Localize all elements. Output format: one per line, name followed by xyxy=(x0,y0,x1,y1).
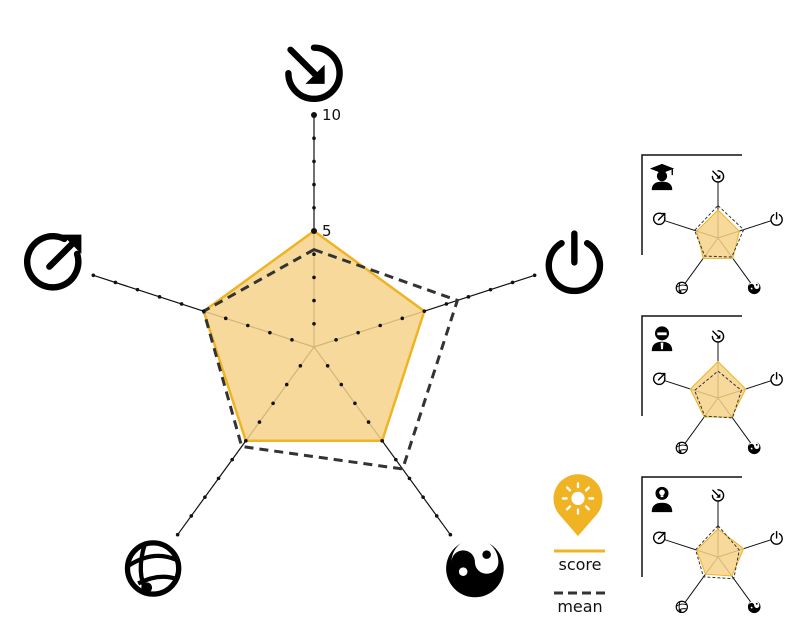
main-tick-dot xyxy=(223,316,228,321)
main-tick-dot xyxy=(422,309,427,313)
power-icon xyxy=(770,371,783,386)
main-tick-dot xyxy=(378,323,382,328)
main-tick-dot xyxy=(312,206,316,210)
small-radar-1 xyxy=(641,154,783,295)
export-arrow-icon xyxy=(652,372,667,386)
export-arrow-icon xyxy=(652,212,667,226)
main-tick-dot xyxy=(400,316,405,321)
main-tick-dot xyxy=(268,330,272,335)
main-tick-dot xyxy=(510,280,515,285)
main-tick-dot xyxy=(434,514,439,518)
yin-yang-icon xyxy=(446,538,504,598)
tick-label: 5 xyxy=(322,222,332,240)
small-score-polygon xyxy=(689,360,747,418)
main-tick-dot xyxy=(466,295,471,299)
legend-label-score: score xyxy=(559,555,602,574)
main-tick-dot xyxy=(216,476,221,481)
network-globe-icon xyxy=(127,543,178,594)
export-arrow-icon xyxy=(27,235,81,288)
main-tick-dot xyxy=(334,338,338,342)
main-tick-dot xyxy=(356,330,360,335)
main-mean-polygon xyxy=(201,247,460,471)
small-radar-frame xyxy=(641,154,742,255)
main-tick-dot xyxy=(353,401,357,406)
main-tick-dot xyxy=(325,363,330,368)
timer-arrow-icon xyxy=(711,170,725,183)
legend: score mean xyxy=(552,472,605,616)
main-tick-dot xyxy=(312,136,316,140)
main-tick-dot xyxy=(290,338,294,342)
main-tick-dot xyxy=(230,457,234,462)
export-arrow-icon xyxy=(652,531,667,545)
small-radar-frame xyxy=(641,315,742,416)
main-tick-dot xyxy=(311,228,317,234)
main-tick-dot xyxy=(532,273,537,278)
main-tick-dot xyxy=(201,309,206,313)
main-tick-dot xyxy=(113,280,118,285)
main-tick-dot xyxy=(257,420,262,424)
main-tick-dot xyxy=(394,457,398,462)
main-tick-dot xyxy=(380,439,384,443)
small-radar-3 xyxy=(641,476,783,614)
main-tick-dot xyxy=(284,382,289,387)
main-tick-dot xyxy=(203,495,207,499)
main-tick-dot xyxy=(246,323,250,328)
main-tick-dot xyxy=(157,295,162,299)
timer-arrow-icon xyxy=(711,489,725,502)
yin-yang-icon xyxy=(747,281,761,295)
main-tick-dot xyxy=(312,159,316,164)
small-score-polygon xyxy=(696,528,745,577)
main-tick-dot xyxy=(175,532,180,537)
main-tick-dot xyxy=(298,363,303,368)
small-score-polygon xyxy=(696,209,740,259)
main-tick-dot xyxy=(448,532,453,537)
main-tick-dot xyxy=(407,476,412,481)
graduate-person-icon xyxy=(649,163,675,191)
main-tick-dot xyxy=(244,439,248,443)
network-globe-icon xyxy=(675,600,688,614)
timer-arrow-icon xyxy=(288,48,339,99)
power-icon xyxy=(770,211,783,226)
sun-badge-icon xyxy=(552,472,604,538)
main-tick-dot xyxy=(312,298,316,303)
legend-label-mean: mean xyxy=(557,597,602,616)
small-multiples xyxy=(641,154,783,614)
main-tick-dot xyxy=(421,495,425,499)
network-globe-icon xyxy=(675,281,688,295)
main-tick-dot xyxy=(311,112,317,118)
main-tick-dot xyxy=(312,252,316,256)
main-tick-dot xyxy=(312,182,316,187)
power-icon xyxy=(549,234,600,291)
main-tick-dot xyxy=(339,382,344,387)
office-person-icon xyxy=(651,326,673,352)
small-radar-2 xyxy=(641,315,783,455)
main-score-polygon xyxy=(202,229,426,443)
main-tick-dot xyxy=(444,302,449,306)
network-globe-icon xyxy=(675,441,688,455)
tick-label: 10 xyxy=(322,106,341,124)
small-radar-frame xyxy=(641,476,742,577)
timer-arrow-icon xyxy=(711,330,725,343)
main-tick-dot xyxy=(179,302,184,306)
main-tick-dot xyxy=(488,287,493,292)
small-mean-polygon xyxy=(695,524,740,580)
power-icon xyxy=(770,530,783,545)
main-tick-dot xyxy=(312,275,316,280)
main-tick-dot xyxy=(271,401,275,406)
main-tick-dot xyxy=(91,273,96,278)
small-mean-polygon xyxy=(694,370,742,419)
yin-yang-icon xyxy=(747,441,761,455)
main-tick-dot xyxy=(312,322,316,326)
small-mean-polygon xyxy=(694,204,745,258)
main-radar: 5 10 xyxy=(27,48,600,598)
idea-person-icon xyxy=(651,486,673,513)
yin-yang-icon xyxy=(747,600,761,614)
main-tick-dot xyxy=(189,514,194,518)
main-tick-dot xyxy=(366,420,371,424)
main-tick-dot xyxy=(135,287,140,292)
